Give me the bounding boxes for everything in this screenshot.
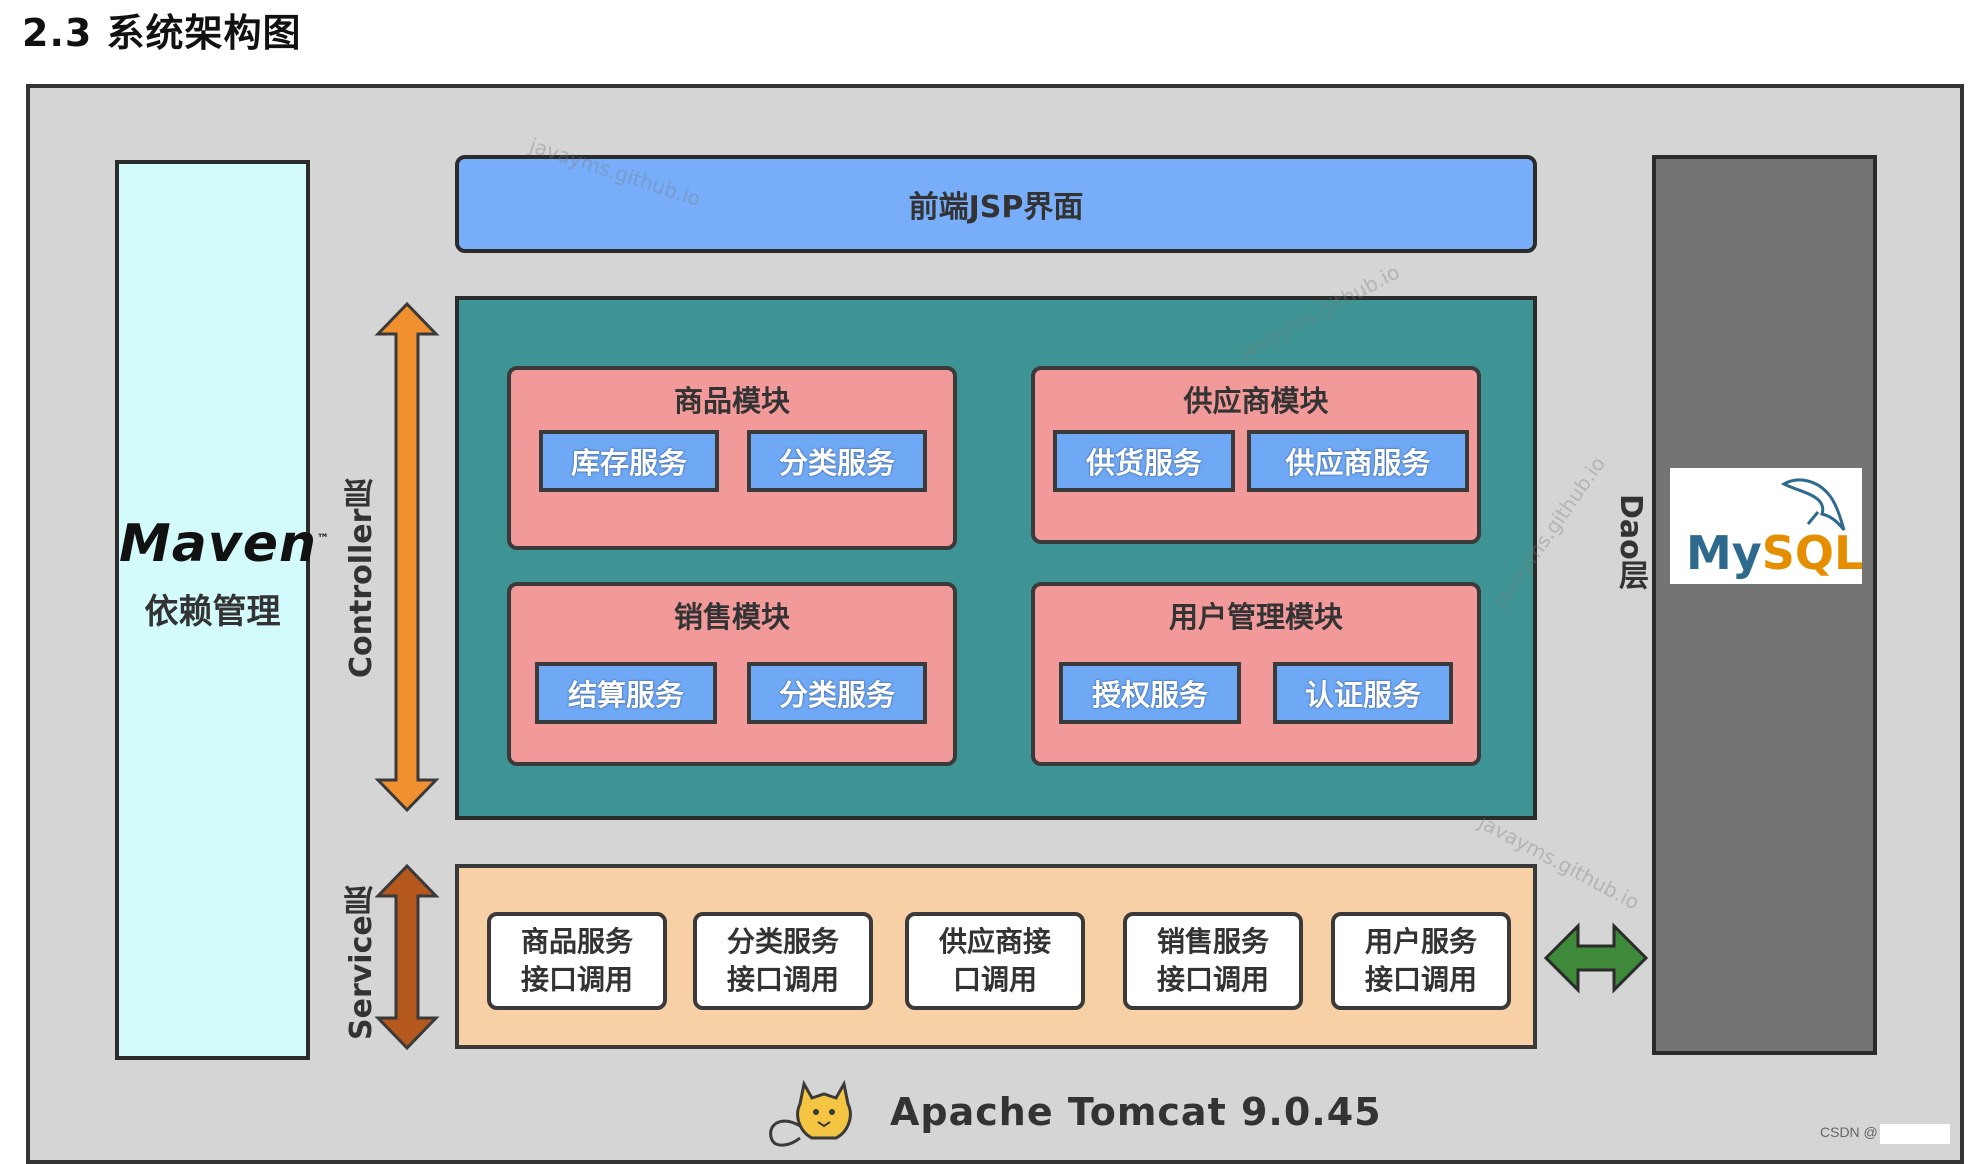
maven-subtitle: 依赖管理 xyxy=(144,592,281,632)
tomcat-label: Apache Tomcat 9.0.45 xyxy=(890,1090,1382,1134)
interface-goods: 商品服务 接口调用 xyxy=(487,912,667,1010)
module-title: 销售模块 xyxy=(673,600,790,634)
trademark-mark: ™ xyxy=(317,531,331,546)
service-panel: 商品服务 接口调用 分类服务 接口调用 供应商接 口调用 销售服务 接口调用 用… xyxy=(455,864,1537,1049)
interface-category: 分类服务 接口调用 xyxy=(693,912,873,1010)
redaction-mask xyxy=(1880,1124,1950,1144)
mysql-logo: MySQL xyxy=(1670,468,1863,584)
service-category: 分类服务 xyxy=(747,662,927,724)
dao-column xyxy=(1652,155,1877,1055)
service-inventory: 库存服务 xyxy=(539,430,719,492)
controller-panel: 商品模块 库存服务 分类服务 供应商模块 供货服务 供应商服务 销售模块 结算服… xyxy=(455,296,1537,820)
service-authorization: 授权服务 xyxy=(1059,662,1241,724)
mysql-logo-my: My xyxy=(1686,526,1762,580)
service-double-arrow-icon xyxy=(374,863,440,1051)
module-user-management: 用户管理模块 授权服务 认证服务 xyxy=(1031,582,1481,766)
module-title: 供应商模块 xyxy=(1183,384,1329,418)
tomcat-cat-icon xyxy=(769,1079,852,1147)
maven-logo: Maven™ xyxy=(119,514,329,574)
dao-layer-label: Dao层 xyxy=(1613,494,1648,590)
service-supply: 供货服务 xyxy=(1053,430,1235,492)
interface-user: 用户服务 接口调用 xyxy=(1331,912,1511,1010)
frontend-jsp-bar: 前端JSP界面 xyxy=(455,155,1537,253)
mysql-logo-text: MySQL xyxy=(1686,526,1863,580)
page-title: 2.3 系统架构图 xyxy=(22,11,302,55)
module-supplier: 供应商模块 供货服务 供应商服务 xyxy=(1031,366,1481,544)
interface-supplier: 供应商接 口调用 xyxy=(905,912,1085,1010)
module-sales: 销售模块 结算服务 分类服务 xyxy=(507,582,957,766)
service-authentication: 认证服务 xyxy=(1273,662,1453,724)
controller-double-arrow-icon xyxy=(374,301,440,813)
mysql-logo-sql: SQL xyxy=(1761,526,1864,580)
maven-logo-text: Maven xyxy=(119,514,318,574)
module-title: 商品模块 xyxy=(673,384,790,418)
csdn-credit: CSDN @ xyxy=(1820,1124,1878,1140)
dao-double-arrow-icon xyxy=(1543,922,1649,994)
interface-sales: 销售服务 接口调用 xyxy=(1123,912,1303,1010)
module-title: 用户管理模块 xyxy=(1168,600,1343,634)
dolphin-icon xyxy=(1780,478,1846,531)
service-settlement: 结算服务 xyxy=(535,662,717,724)
service-category: 分类服务 xyxy=(747,430,927,492)
service-supplier: 供应商服务 xyxy=(1247,430,1469,492)
module-goods: 商品模块 库存服务 分类服务 xyxy=(507,366,957,550)
maven-column: Maven™ 依赖管理 xyxy=(115,160,329,1060)
